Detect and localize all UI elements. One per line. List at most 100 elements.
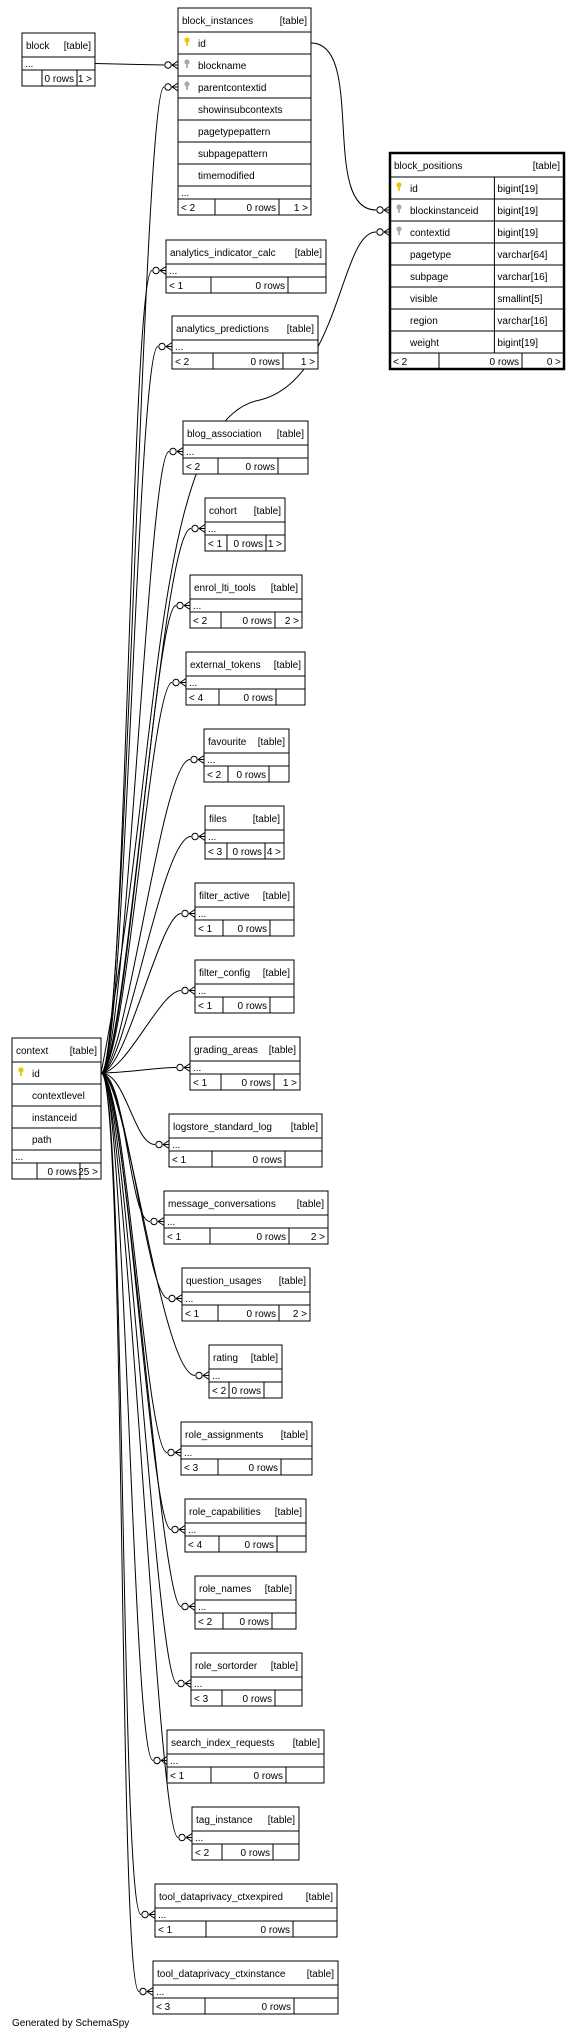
parents-count: < 2 bbox=[198, 1617, 213, 1628]
column-type: bigint[19] bbox=[497, 206, 538, 217]
table-name: role_names bbox=[199, 1584, 251, 1595]
table-tag: [table] bbox=[268, 1815, 295, 1826]
optional-circle bbox=[181, 909, 189, 918]
crowfoot-marker bbox=[172, 678, 187, 687]
children-count: 1 > bbox=[283, 1078, 297, 1089]
ellipsis: ... bbox=[175, 342, 183, 353]
key-icon bbox=[184, 59, 190, 68]
table-name: role_capabilities bbox=[189, 1507, 261, 1518]
table-border bbox=[177, 7, 312, 216]
table-tag: [table] bbox=[287, 324, 314, 335]
key-icon bbox=[396, 226, 402, 235]
crowfoot-line bbox=[185, 1833, 193, 1838]
table-name: analytics_predictions bbox=[176, 324, 269, 335]
crowfoot-line bbox=[176, 451, 184, 456]
crowfoot-marker bbox=[177, 1679, 192, 1688]
column-row: id bbox=[12, 1067, 101, 1085]
ellipsis: ... bbox=[193, 1063, 201, 1074]
table-border bbox=[163, 1190, 329, 1245]
column-name: path bbox=[32, 1135, 51, 1146]
table-tool-dataprivacy-ctxexpired[interactable]: tool_dataprivacy_ctxexpired[table]...< 1… bbox=[154, 1883, 338, 1938]
relationship-line bbox=[100, 1072, 156, 1145]
parents-count: < 3 bbox=[156, 2002, 171, 2013]
table-name: tool_dataprivacy_ctxinstance bbox=[157, 1969, 286, 1980]
table-border bbox=[204, 497, 286, 552]
table-border bbox=[204, 805, 285, 860]
table-tag: [table] bbox=[271, 1661, 298, 1672]
table-context[interactable]: context[table]idcontextlevelinstanceidpa… bbox=[11, 1037, 102, 1180]
crowfoot-marker bbox=[191, 832, 206, 841]
column-name: timemodified bbox=[198, 171, 255, 182]
crowfoot-marker bbox=[139, 1987, 154, 1996]
parents-count: < 4 bbox=[188, 1540, 203, 1551]
parents-count: < 1 bbox=[172, 1155, 187, 1166]
table-tag: [table] bbox=[271, 583, 298, 594]
children-count: 2 > bbox=[285, 616, 299, 627]
table-border bbox=[166, 1729, 325, 1784]
crowfoot-line bbox=[165, 342, 173, 347]
parents-count: < 1 bbox=[193, 1078, 208, 1089]
table-name: context bbox=[16, 1046, 48, 1057]
row-count: 0 rows bbox=[243, 1694, 272, 1705]
table-name: role_sortorder bbox=[195, 1661, 258, 1672]
crowfoot-line bbox=[198, 524, 206, 529]
table-tag: [table] bbox=[274, 660, 301, 671]
table-tag: [table] bbox=[277, 429, 304, 440]
crowfoot-line bbox=[188, 1602, 196, 1607]
relationship-line bbox=[94, 63, 165, 66]
parents-count: < 1 bbox=[208, 539, 223, 550]
children-count: 4 > bbox=[267, 847, 281, 858]
relationship-line bbox=[100, 759, 191, 1074]
relationship-line bbox=[100, 1072, 182, 1607]
crowfoot-line bbox=[165, 346, 173, 351]
ellipsis: ... bbox=[208, 832, 216, 843]
table-block-instances[interactable]: block_instances[table]idblocknameparentc… bbox=[177, 7, 312, 216]
column-name: id bbox=[32, 1069, 40, 1080]
parents-count: < 1 bbox=[198, 1001, 213, 1012]
key-icon bbox=[18, 1067, 24, 1076]
optional-circle bbox=[176, 1063, 184, 1072]
ellipsis: ... bbox=[158, 1910, 166, 1921]
table-name: favourite bbox=[208, 737, 247, 748]
parents-count: < 2 bbox=[186, 462, 201, 473]
table-tag: [table] bbox=[258, 737, 285, 748]
table-border bbox=[181, 1267, 311, 1322]
row-count: 0 rows bbox=[247, 1309, 276, 1320]
children-count: 2 > bbox=[311, 1232, 325, 1243]
table-border bbox=[190, 1652, 303, 1707]
ellipsis: ... bbox=[189, 678, 197, 689]
key-icon-shaft bbox=[398, 185, 400, 191]
crowfoot-line bbox=[175, 1298, 183, 1303]
column-type: bigint[19] bbox=[497, 228, 538, 239]
table-tool-dataprivacy-ctxinstance[interactable]: tool_dataprivacy_ctxinstance[table]...< … bbox=[152, 1960, 339, 2015]
table-name: filter_config bbox=[199, 968, 250, 979]
